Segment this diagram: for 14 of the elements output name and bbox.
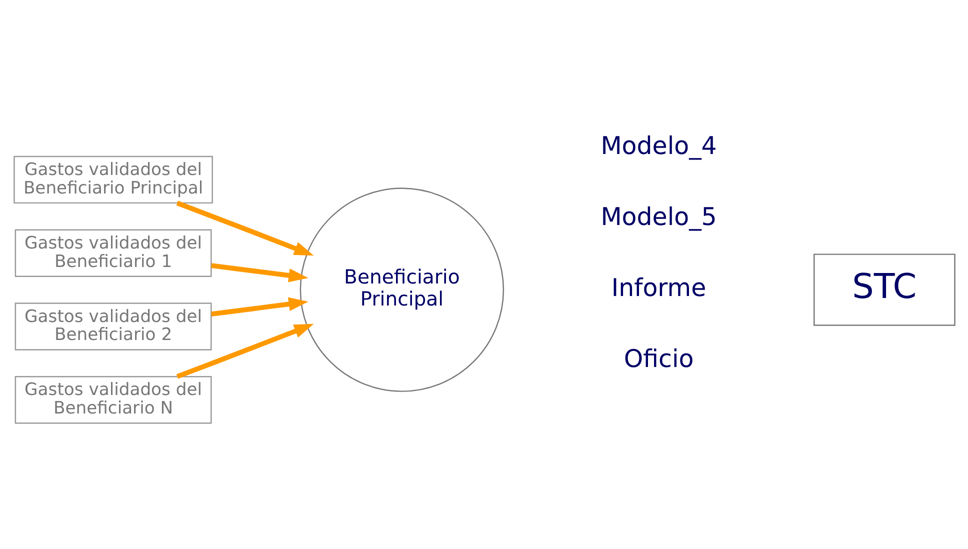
arrow (210, 263, 308, 282)
arrow (176, 200, 314, 256)
label: Modelo_4 (600, 131, 716, 160)
node-box: Gastos validados del Beneficiario 1 (14, 229, 212, 277)
label: Modelo_5 (600, 202, 716, 231)
node-circle: Beneficiario Principal (299, 188, 504, 392)
node-box: STC (813, 254, 955, 326)
label: Oficio (623, 344, 694, 373)
node-box: Gastos validados del Beneficiario 2 (14, 302, 212, 350)
node-box: Gastos validados del Beneficiario Principal (13, 156, 212, 204)
arrow (210, 297, 308, 316)
arrow (176, 324, 314, 379)
node-box: Gastos validados del Beneficiario N (14, 376, 212, 424)
label: Informe (610, 272, 706, 302)
